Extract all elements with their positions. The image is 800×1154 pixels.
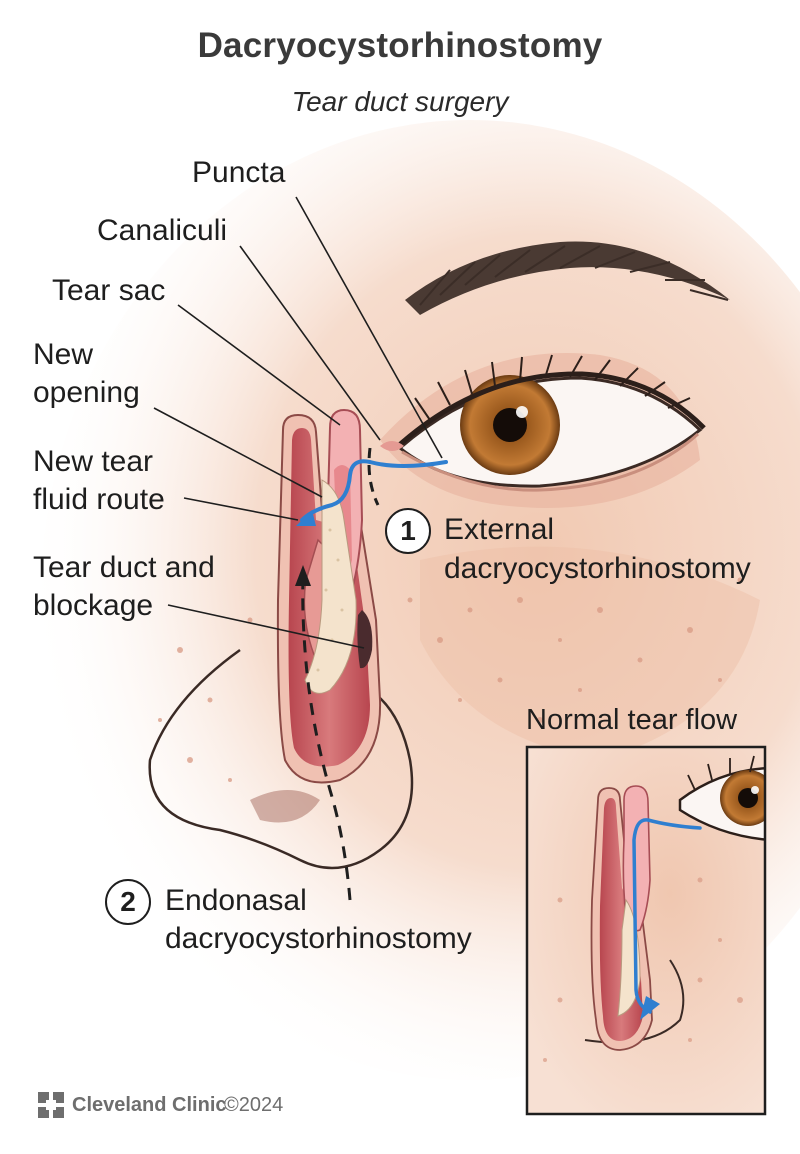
nose-outline [148,648,414,870]
leader-canaliculi [239,245,381,441]
label-blockage-line1: Tear duct and [33,551,215,584]
label-tear-sac: Tear sac [52,274,166,307]
cheek-shading [420,546,760,760]
label-blockage-line2: blockage [33,589,154,622]
page-subtitle: Tear duct surgery [291,86,509,117]
eye-highlight [516,406,528,418]
inset-title: Normal tear flow [526,704,738,736]
step-1-badge: 1 [385,508,431,554]
label-new-opening-line2: opening [33,376,140,409]
leader-new-route [183,497,299,521]
inset-frame [525,745,767,1116]
upper-eyelid-line [394,371,706,450]
endonasal-arrowhead [295,565,311,586]
new-route-arrowhead [296,510,316,526]
lower-eyelid [401,432,700,492]
label-puncta: Puncta [192,156,286,189]
brand-name: Cleveland Clinic [72,1094,227,1116]
eyebrow-hairs [419,245,729,306]
step-1-label-line1: External [444,513,555,546]
leader-blockage [167,604,365,649]
step-2-badge: 2 [105,879,151,925]
endonasal-approach-line [301,579,352,901]
cleveland-clinic-logo-icon [38,1092,64,1118]
step-2-label-line2: dacryocystorhinostomy [165,922,472,955]
step-2-label-line1: Endonasal [165,884,307,917]
external-approach-line [367,447,380,506]
new-route-arrow [300,459,448,522]
label-canaliculi: Canaliculi [97,214,228,247]
leader-lines [153,196,443,649]
blockage [357,610,373,669]
freckles [158,577,743,782]
leader-puncta [295,196,443,459]
label-new-route-line1: New tear [33,445,154,478]
eyelashes [414,354,691,421]
nostril [250,790,320,823]
leader-tear-sac [177,304,341,426]
page-title: Dacryocystorhinostomy [197,26,603,65]
leader-new-opening [153,407,323,498]
bone-layer [304,479,357,694]
label-new-route-line2: fluid route [33,483,165,516]
eyebrow [405,241,730,315]
inner-eye-corner [380,441,404,451]
copyright: ©2024 [224,1094,284,1116]
step-1-label-line2: dacryocystorhinostomy [444,552,751,585]
normal-flow-inset [527,747,765,1114]
label-new-opening-line1: New [33,338,94,371]
